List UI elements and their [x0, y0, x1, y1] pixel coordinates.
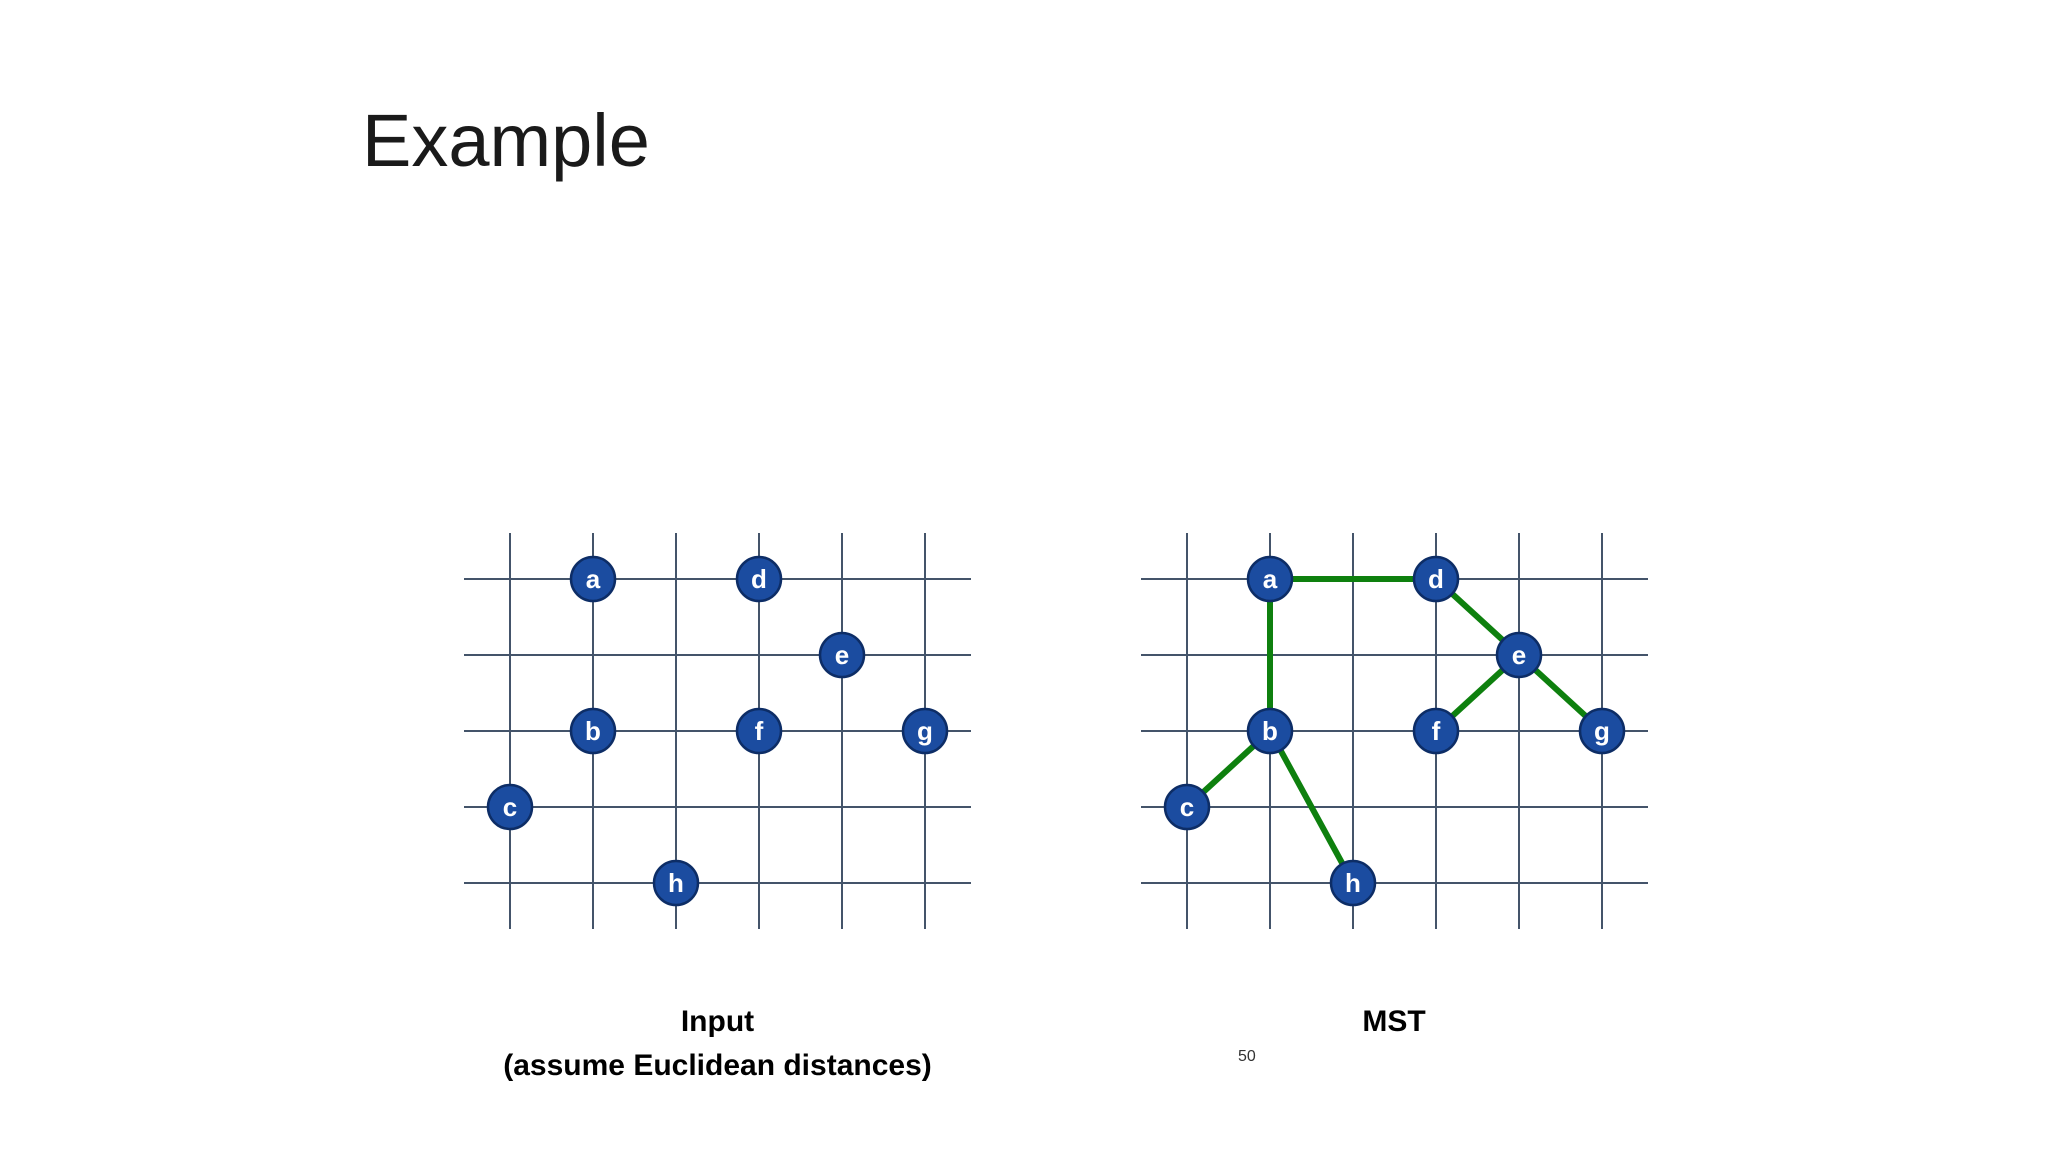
node-h: h	[652, 859, 700, 907]
input-caption-line2: (assume Euclidean distances)	[503, 1048, 932, 1082]
grid-lines	[464, 533, 971, 929]
node-circle-b	[569, 707, 617, 755]
node-circle-a	[569, 555, 617, 603]
node-h: h	[1329, 859, 1377, 907]
node-e: e	[818, 631, 866, 679]
node-label-d: d	[1428, 564, 1444, 594]
node-label-f: f	[1432, 716, 1441, 746]
node-label-b: b	[585, 716, 601, 746]
node-d: d	[735, 555, 783, 603]
page-number: 50	[1238, 1048, 1256, 1065]
node-label-b: b	[1262, 716, 1278, 746]
input-caption: Input (assume Euclidean distances)	[400, 1000, 1035, 1087]
node-circle-g	[1578, 707, 1626, 755]
node-g: g	[1578, 707, 1626, 755]
node-b: b	[1246, 707, 1294, 755]
node-circle-d	[1412, 555, 1460, 603]
node-b: b	[569, 707, 617, 755]
node-label-a: a	[1263, 564, 1278, 594]
node-label-e: e	[835, 640, 849, 670]
mst-caption: MST	[1362, 1005, 1426, 1038]
grid-lines	[1141, 533, 1648, 929]
node-circle-b	[1246, 707, 1294, 755]
node-circle-a	[1246, 555, 1294, 603]
node-c: c	[1163, 783, 1211, 831]
node-circle-c	[1163, 783, 1211, 831]
node-label-h: h	[1345, 868, 1361, 898]
node-label-h: h	[668, 868, 684, 898]
node-label-f: f	[755, 716, 764, 746]
input-caption-line1: Input	[680, 1005, 755, 1038]
slide-title: Example	[362, 99, 650, 182]
mst-graph-diagram: a d e b f g c h	[1141, 533, 1648, 929]
node-f: f	[1412, 707, 1460, 755]
node-circle-e	[818, 631, 866, 679]
node-circle-d	[735, 555, 783, 603]
node-a: a	[1246, 555, 1294, 603]
node-f: f	[735, 707, 783, 755]
node-label-c: c	[1180, 792, 1194, 822]
node-a: a	[569, 555, 617, 603]
node-circle-f	[1412, 707, 1460, 755]
node-c: c	[486, 783, 534, 831]
node-label-c: c	[503, 792, 517, 822]
node-circle-e	[1495, 631, 1543, 679]
node-circle-c	[486, 783, 534, 831]
input-graph-diagram: a d e b f g c h	[464, 533, 971, 929]
node-circle-g	[901, 707, 949, 755]
edge-b-h	[1267, 728, 1356, 886]
node-label-a: a	[586, 564, 601, 594]
node-label-g: g	[1594, 716, 1610, 746]
node-d: d	[1412, 555, 1460, 603]
node-label-g: g	[917, 716, 933, 746]
node-label-d: d	[751, 564, 767, 594]
node-label-e: e	[1512, 640, 1526, 670]
node-e: e	[1495, 631, 1543, 679]
node-circle-f	[735, 707, 783, 755]
node-circle-h	[652, 859, 700, 907]
node-circle-h	[1329, 859, 1377, 907]
node-g: g	[901, 707, 949, 755]
